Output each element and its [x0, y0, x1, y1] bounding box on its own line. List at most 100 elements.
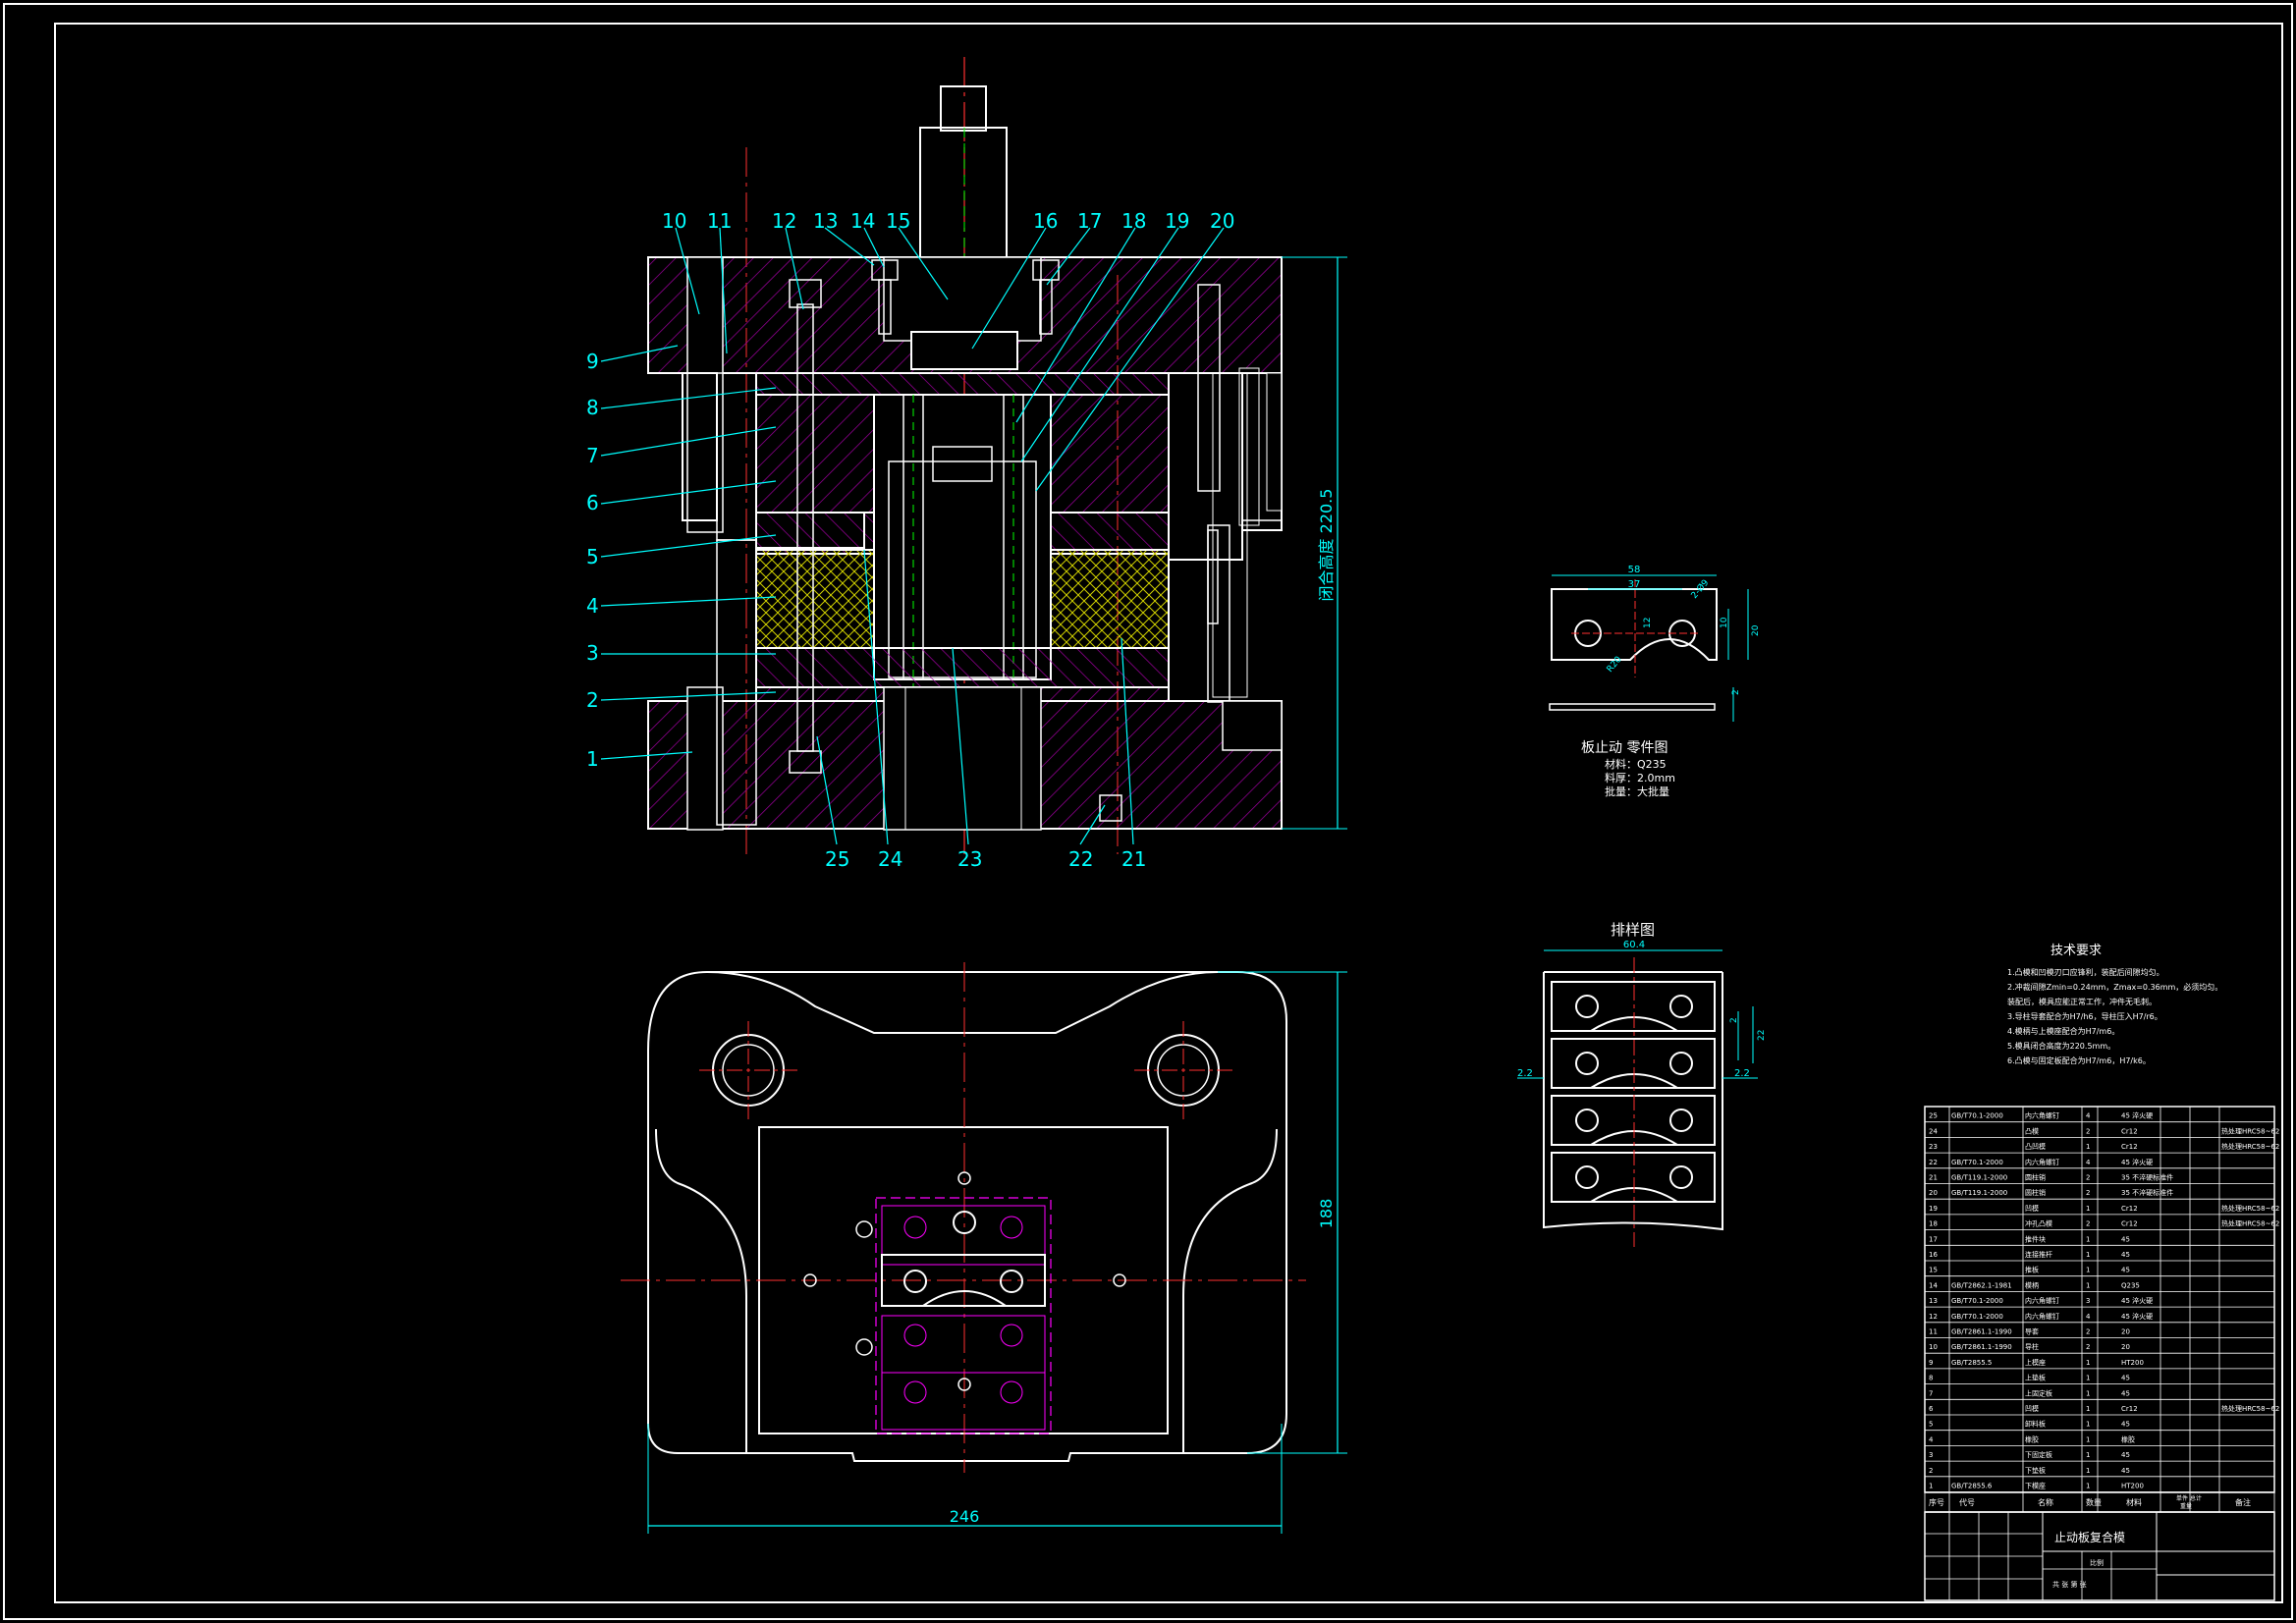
bom-cell-mat: Cr12: [2121, 1143, 2138, 1151]
bom-cell-mat: Cr12: [2121, 1220, 2138, 1228]
bom-cell-qty: 1: [2086, 1421, 2090, 1429]
bom-cell-qty: 2: [2086, 1127, 2090, 1135]
bom-cell-qty: 1: [2086, 1251, 2090, 1259]
bom-cell-qty: 1: [2086, 1435, 2090, 1443]
part-dim-37: 37: [1628, 579, 1641, 590]
bom-cell-qty: 4: [2086, 1159, 2091, 1166]
bom-cell-no: 15: [1929, 1267, 1938, 1274]
bom-cell-qty: 1: [2086, 1389, 2090, 1397]
part-dim-58: 58: [1628, 565, 1641, 575]
bom-cell-code: GB/T2855.6: [1951, 1483, 1993, 1490]
bom-cell-name: 内六角螺钉: [2025, 1312, 2059, 1321]
strip-layout: 排样图 60.4 2.2 2.2 22 2: [1517, 921, 1767, 1247]
bom-cell-name: 上模座: [2025, 1358, 2046, 1367]
bom-cell-code: GB/T2861.1-1990: [1951, 1328, 2012, 1336]
tech-req-line-6: 5.模具闭合高度为220.5mm。: [2007, 1041, 2115, 1051]
closed-height-label: 闭合高度 220.5: [1317, 489, 1336, 602]
part-dim-12: 12: [1643, 618, 1653, 628]
bom-cell-mat: 45: [2121, 1421, 2130, 1429]
callout-6: 6: [586, 491, 599, 514]
callout-5: 5: [586, 545, 599, 568]
bom-cell-no: 2: [1929, 1467, 1933, 1475]
bom-cell-no: 16: [1929, 1251, 1938, 1259]
bom-cell-note: 热处理HRC58~62: [2221, 1126, 2279, 1135]
bom-cell-no: 7: [1929, 1389, 1933, 1397]
dim-246: 246: [950, 1507, 980, 1526]
tech-req-line-1: 1.凸模和凹模刃口应锋利，装配后间隙均匀。: [2007, 967, 2164, 977]
bom-cell-name: 模柄: [2025, 1280, 2039, 1289]
callout-4: 4: [586, 594, 599, 618]
callout-15: 15: [886, 209, 910, 233]
bom-cell-name: 冲孔凸模: [2025, 1219, 2052, 1228]
bom-cell-no: 24: [1929, 1127, 1938, 1135]
bom-cell-name: 上固定板: [2025, 1388, 2052, 1397]
bom-cell-name: 导套: [2025, 1327, 2039, 1336]
bom-cell-name: 凹模: [2025, 1404, 2039, 1413]
bom-cell-qty: 1: [2086, 1359, 2090, 1367]
bom-cell-note: 热处理HRC58~62: [2221, 1404, 2279, 1413]
plan-view: [621, 962, 1306, 1473]
callout-1: 1: [586, 747, 599, 771]
bom-cell-no: 4: [1929, 1435, 1934, 1443]
layout-dim-right: 2.2: [1734, 1068, 1750, 1079]
bom-cell-name: 导柱: [2025, 1342, 2039, 1351]
bom-cell-mat: Cr12: [2121, 1205, 2138, 1213]
layout-dim-width: 60.4: [1623, 940, 1645, 950]
callout-21: 21: [1121, 847, 1146, 871]
bom-cell-no: 20: [1929, 1189, 1938, 1197]
bom-cell-mat: 45 淬火硬: [2121, 1296, 2153, 1305]
bom-cell-no: 8: [1929, 1375, 1933, 1382]
bom-cell-mat: 45: [2121, 1375, 2130, 1382]
bom-cell-mat: Cr12: [2121, 1127, 2138, 1135]
callout-23: 23: [957, 847, 982, 871]
bom-cell-code: GB/T70.1-2000: [1951, 1297, 2003, 1305]
callout-12: 12: [772, 209, 796, 233]
bom-cell-qty: 4: [2086, 1313, 2091, 1321]
callout-14: 14: [850, 209, 875, 233]
bom-cell-qty: 2: [2086, 1174, 2090, 1182]
tech-req-line-3: 装配后，模具应能正常工作，冲件无毛刺。: [2007, 997, 2157, 1006]
layout-title: 排样图: [1611, 921, 1655, 939]
bom-cell-name: 圆柱销: [2025, 1188, 2046, 1197]
bom-cell-code: GB/T2861.1-1990: [1951, 1343, 2012, 1351]
bom-cell-mat: 45: [2121, 1235, 2130, 1243]
bom-cell-name: 内六角螺钉: [2025, 1158, 2059, 1166]
layout-dim-left: 2.2: [1517, 1068, 1533, 1079]
bom-cell-mat: 45 淬火硬: [2121, 1312, 2153, 1321]
bom-cell-qty: 2: [2086, 1328, 2090, 1336]
bom-header-weight: 单件 总计: [2176, 1494, 2202, 1502]
bom-header-code: 代号: [1959, 1497, 1975, 1507]
part-dim-2: 2: [1731, 689, 1741, 695]
bom-cell-code: GB/T70.1-2000: [1951, 1159, 2003, 1166]
bom-cell-note: 热处理HRC58~62: [2221, 1219, 2279, 1228]
bom-cell-name: 内六角螺钉: [2025, 1296, 2059, 1305]
tech-req-line-7: 6.凸模与固定板配合为H7/m6，H7/k6。: [2007, 1055, 2151, 1065]
sheet-label: 共 张 第 张: [2052, 1580, 2087, 1589]
bom-cell-no: 22: [1929, 1159, 1938, 1166]
bom-cell-mat: 35 不淬硬标准件: [2121, 1173, 2173, 1182]
part-dim-r20: R20: [1606, 655, 1624, 675]
part-drawing: 58 37 2-Ø9 12 10 20 R20 2 板止动 零件图 材料：Q23…: [1549, 565, 1761, 798]
bom-cell-qty: 1: [2086, 1467, 2090, 1475]
bom-cell-no: 19: [1929, 1205, 1938, 1213]
bom-cell-name: 凹模: [2025, 1204, 2039, 1213]
bom-cell-mat: 45 淬火硬: [2121, 1158, 2153, 1166]
bom-cell-qty: 1: [2086, 1205, 2090, 1213]
bom-cell-no: 12: [1929, 1313, 1938, 1321]
bom-cell-mat: Q235: [2121, 1281, 2140, 1289]
bom-cell-qty: 1: [2086, 1143, 2090, 1151]
bom-cell-no: 18: [1929, 1220, 1938, 1228]
bom-cell-no: 14: [1929, 1281, 1938, 1289]
bom-cell-code: GB/T119.1-2000: [1951, 1189, 2007, 1197]
bom-cell-mat: 橡胶: [2121, 1434, 2135, 1443]
callout-9: 9: [586, 350, 599, 373]
part-title: 板止动 零件图: [1581, 740, 1667, 756]
dim-188: 188: [1317, 1199, 1336, 1229]
bom-cell-name: 下固定板: [2025, 1450, 2052, 1459]
bom-cell-qty: 1: [2086, 1405, 2090, 1413]
sheet-border: [3, 3, 2293, 1620]
callouts-top: 10 11 12 13 14 15 16 17 18 19 20: [662, 209, 1234, 233]
bom-cell-qty: 2: [2086, 1189, 2090, 1197]
callout-8: 8: [586, 396, 599, 419]
bom-cell-name: 推件块: [2025, 1234, 2046, 1243]
